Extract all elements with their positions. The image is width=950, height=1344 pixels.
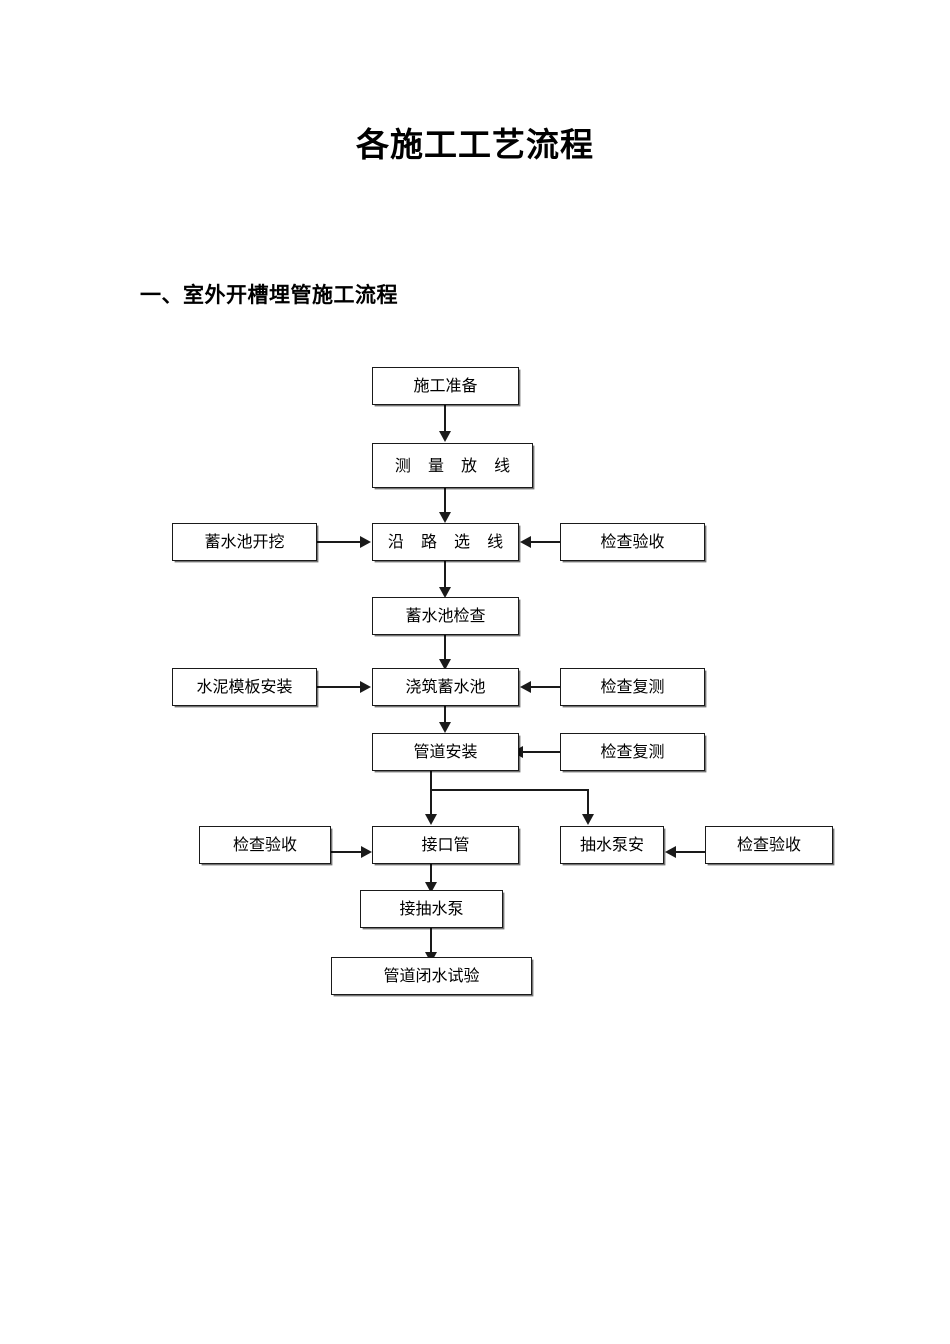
connector-n8-n10 bbox=[444, 706, 446, 728]
connector-n2-n4 bbox=[444, 488, 446, 520]
flow-node-connect-water-pump: 接抽水泵 bbox=[360, 890, 503, 928]
flow-node-label: 抽水泵安 bbox=[579, 835, 644, 854]
flow-node-label: 接口管 bbox=[421, 835, 470, 854]
connector-n11-n10 bbox=[522, 751, 561, 753]
section-heading: 一、室外开槽埋管施工流程 bbox=[140, 283, 398, 307]
flow-node-pour-reservoir: 浇筑蓄水池 bbox=[372, 668, 519, 706]
flow-node-route-selection: 沿 路 选 线 bbox=[372, 523, 519, 561]
arrowhead-left-n15-n14 bbox=[665, 846, 676, 858]
flow-node-label: 水泥模板安装 bbox=[196, 677, 293, 696]
flow-node-joint-pipe: 接口管 bbox=[372, 826, 519, 864]
flow-node-label: 检查验收 bbox=[736, 835, 801, 854]
flow-node-cement-formwork-installation: 水泥模板安装 bbox=[172, 668, 317, 706]
flow-node-label: 检查验收 bbox=[232, 835, 297, 854]
flow-node-reservoir-inspection: 蓄水池检查 bbox=[372, 597, 519, 635]
page-title: 各施工工艺流程 bbox=[356, 125, 594, 164]
arrowhead-down-n4-n6 bbox=[439, 587, 451, 598]
arrowhead-down-n2-n4 bbox=[439, 512, 451, 523]
arrowhead-down-n13-n16 bbox=[425, 882, 437, 893]
flow-node-label: 蓄水池开挖 bbox=[204, 532, 285, 551]
arrowhead-right-n7-n8 bbox=[360, 681, 371, 693]
connector-n5-n4 bbox=[531, 541, 561, 543]
flow-node-water-pump-installation: 抽水泵安 bbox=[560, 826, 664, 864]
flow-node-inspection-acceptance-1: 检查验收 bbox=[560, 523, 705, 561]
connector-n6-n8 bbox=[444, 635, 446, 665]
connector-n15-n14 bbox=[676, 851, 706, 853]
flow-node-label: 浇筑蓄水池 bbox=[405, 677, 486, 696]
flow-node-label: 沿 路 选 线 bbox=[387, 532, 510, 551]
connector-n12-n13 bbox=[331, 851, 363, 853]
flow-node-label: 检查复测 bbox=[600, 677, 665, 696]
connector-n3-n4 bbox=[317, 541, 362, 543]
flow-node-pipe-water-closure-test: 管道闭水试验 bbox=[331, 957, 532, 995]
arrowhead-down-n1-n2 bbox=[439, 431, 451, 442]
connector-n10-branch-horizontal bbox=[430, 789, 589, 791]
flow-node-label: 测 量 放 线 bbox=[394, 455, 517, 475]
connector-n13-n16 bbox=[430, 864, 432, 888]
flow-node-label: 管道安装 bbox=[413, 742, 478, 761]
arrowhead-left-n5-n4 bbox=[520, 536, 531, 548]
connector-n10-branch-stem bbox=[430, 771, 432, 819]
flow-node-construction-preparation: 施工准备 bbox=[372, 367, 519, 405]
flow-node-label: 蓄水池检查 bbox=[405, 606, 486, 625]
flow-node-inspection-acceptance-3: 检查验收 bbox=[705, 826, 833, 864]
flow-node-reservoir-excavation: 蓄水池开挖 bbox=[172, 523, 317, 561]
flow-node-inspection-remeasure-1: 检查复测 bbox=[560, 668, 705, 706]
flow-node-label: 管道闭水试验 bbox=[383, 966, 480, 985]
arrowhead-right-n3-n4 bbox=[360, 536, 371, 548]
arrowhead-down-n6-n8 bbox=[439, 659, 451, 670]
flow-node-label: 检查验收 bbox=[600, 532, 665, 551]
connector-n10-branch-right-drop bbox=[587, 789, 589, 819]
connector-n16-n17 bbox=[430, 928, 432, 958]
flow-node-label: 接抽水泵 bbox=[399, 899, 464, 918]
flow-node-label: 检查复测 bbox=[600, 742, 665, 761]
connector-n9-n8 bbox=[531, 686, 561, 688]
arrowhead-down-n10-n14 bbox=[582, 814, 594, 825]
flow-node-inspection-acceptance-2: 检查验收 bbox=[199, 826, 331, 864]
arrowhead-left-n9-n8 bbox=[520, 681, 531, 693]
connector-n4-n6 bbox=[444, 561, 446, 595]
arrowhead-right-n12-n13 bbox=[361, 846, 372, 858]
connector-n7-n8 bbox=[317, 686, 362, 688]
arrowhead-down-n10-n13 bbox=[425, 814, 437, 825]
flow-node-survey-layout: 测 量 放 线 bbox=[372, 443, 533, 488]
connector-n1-n2 bbox=[444, 405, 446, 435]
flow-node-label: 施工准备 bbox=[413, 376, 478, 395]
arrowhead-down-n8-n10 bbox=[439, 722, 451, 733]
flow-node-inspection-remeasure-2: 检查复测 bbox=[560, 733, 705, 771]
flow-node-pipe-installation: 管道安装 bbox=[372, 733, 519, 771]
